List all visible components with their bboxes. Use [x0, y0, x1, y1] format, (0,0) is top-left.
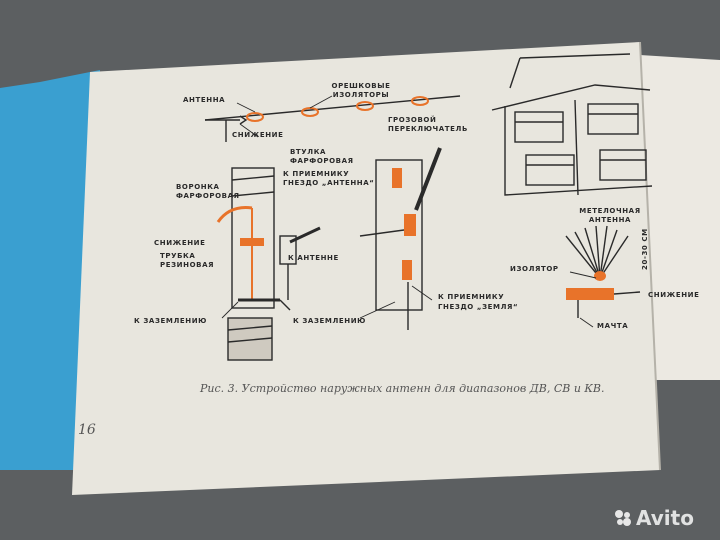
wall-bushing-diagram [216, 167, 321, 361]
lightning-switch-diagram [359, 147, 442, 330]
book-cover [0, 70, 100, 470]
whisk-antenna-diagram [565, 225, 641, 318]
insulator-wire [204, 95, 461, 142]
house-diagram [491, 53, 653, 196]
left-page [72, 42, 660, 495]
label-leaders [221, 95, 597, 328]
